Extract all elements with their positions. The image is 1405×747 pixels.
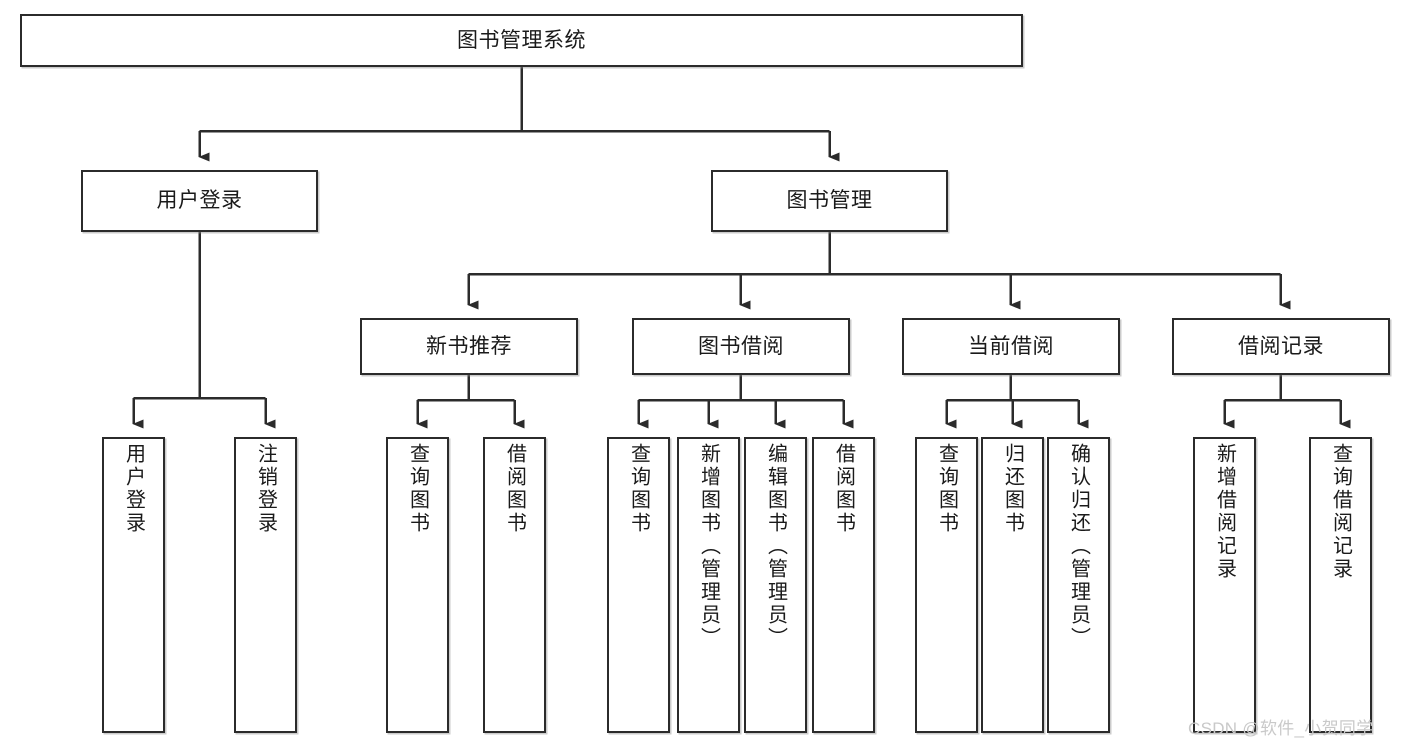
node-leaf-query-book-1-label: 查询图书 — [406, 443, 429, 535]
node-user-login-label: 用户登录 — [156, 189, 243, 213]
node-leaf-user-login[interactable]: 用户登录 — [102, 437, 165, 733]
node-root[interactable]: 图书管理系统 — [20, 14, 1023, 67]
node-user-login[interactable]: 用户登录 — [81, 170, 318, 232]
node-leaf-borrow-book-2-label: 借阅图书 — [832, 443, 855, 535]
node-leaf-return-book-label: 归还图书 — [1001, 443, 1024, 535]
node-borrow-record-label: 借阅记录 — [1238, 334, 1324, 358]
node-leaf-add-book-label: 新增图书（管理员） — [697, 443, 720, 650]
node-book-borrow-label: 图书借阅 — [698, 334, 784, 358]
node-leaf-add-record[interactable]: 新增借阅记录 — [1193, 437, 1256, 733]
node-leaf-edit-book[interactable]: 编辑图书（管理员） — [744, 437, 807, 733]
csdn-watermark: CSDN @软件_小贺同学 — [1188, 719, 1374, 738]
node-leaf-borrow-book-1[interactable]: 借阅图书 — [483, 437, 546, 733]
node-new-book-rec[interactable]: 新书推荐 — [360, 318, 578, 375]
node-leaf-borrow-book-2[interactable]: 借阅图书 — [812, 437, 875, 733]
node-book-borrow[interactable]: 图书借阅 — [632, 318, 850, 375]
node-leaf-query-record-label: 查询借阅记录 — [1329, 443, 1352, 581]
node-leaf-confirm-return-label: 确认归还（管理员） — [1067, 443, 1090, 650]
node-current-borrow-label: 当前借阅 — [968, 334, 1054, 358]
node-leaf-user-login-label: 用户登录 — [122, 443, 145, 535]
node-leaf-add-book[interactable]: 新增图书（管理员） — [677, 437, 740, 733]
node-leaf-query-book-2[interactable]: 查询图书 — [607, 437, 670, 733]
node-leaf-logout-login[interactable]: 注销登录 — [234, 437, 297, 733]
node-leaf-query-record[interactable]: 查询借阅记录 — [1309, 437, 1372, 733]
node-new-book-rec-label: 新书推荐 — [426, 334, 512, 358]
node-leaf-edit-book-label: 编辑图书（管理员） — [764, 443, 787, 650]
node-leaf-query-book-1[interactable]: 查询图书 — [386, 437, 449, 733]
node-borrow-record[interactable]: 借阅记录 — [1172, 318, 1390, 375]
node-leaf-query-book-2-label: 查询图书 — [627, 443, 650, 535]
node-root-label: 图书管理系统 — [457, 28, 586, 52]
node-leaf-query-book-3-label: 查询图书 — [935, 443, 958, 535]
node-leaf-logout-login-label: 注销登录 — [254, 443, 277, 535]
node-leaf-query-book-3[interactable]: 查询图书 — [915, 437, 978, 733]
node-leaf-return-book[interactable]: 归还图书 — [981, 437, 1044, 733]
node-book-manage-label: 图书管理 — [786, 189, 873, 213]
node-leaf-add-record-label: 新增借阅记录 — [1213, 443, 1236, 581]
node-current-borrow[interactable]: 当前借阅 — [902, 318, 1120, 375]
node-book-manage[interactable]: 图书管理 — [711, 170, 948, 232]
node-leaf-confirm-return[interactable]: 确认归还（管理员） — [1047, 437, 1110, 733]
node-leaf-borrow-book-1-label: 借阅图书 — [503, 443, 526, 535]
